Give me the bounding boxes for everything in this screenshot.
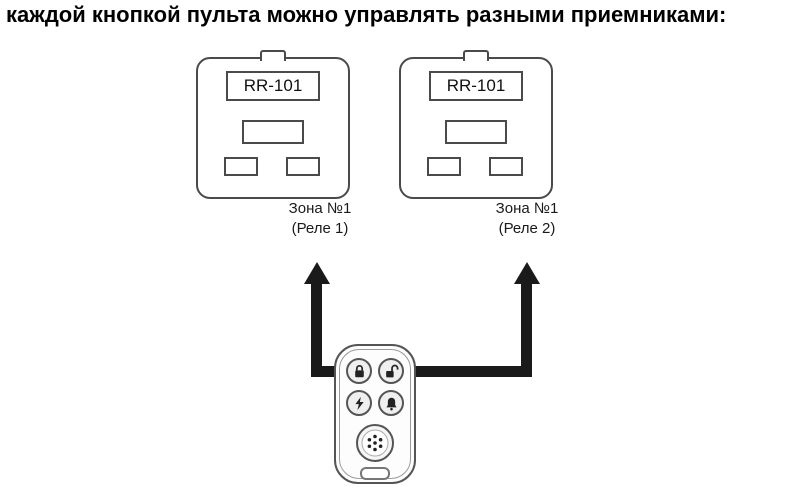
zone-2-relay: (Реле 2)	[498, 219, 556, 237]
receiver-2-model-label: RR-101	[429, 71, 523, 101]
remote-control	[334, 344, 416, 484]
zone-1-name: Зона №1	[288, 200, 352, 217]
receiver-1-display-window	[242, 120, 304, 144]
receiver-2-antenna-notch	[463, 50, 489, 61]
zone-label-2: Зона №1 (Реле 2)	[457, 199, 597, 238]
remote-button-alarm	[378, 390, 404, 416]
remote-button-unlock	[378, 358, 404, 384]
speaker-dots-icon	[356, 424, 394, 462]
zone-label-1: Зона №1 (Реле 1)	[250, 199, 390, 238]
receiver-1-antenna-notch	[260, 50, 286, 61]
receiver-1-terminal-left	[224, 157, 258, 176]
receiver-2-terminal-right	[489, 157, 523, 176]
led-indicator	[360, 467, 390, 480]
receiver-1: RR-101	[196, 50, 350, 199]
zone-2-name: Зона №1	[495, 200, 559, 217]
receiver-2: RR-101	[399, 50, 553, 199]
arrow-left-shaft	[311, 281, 322, 377]
lock-open-icon	[385, 364, 398, 377]
lock-closed-icon	[354, 364, 364, 377]
zone-1-relay: (Реле 1)	[291, 219, 349, 237]
page-title: каждой кнопкой пульта можно управлять ра…	[6, 2, 727, 27]
receiver-2-terminal-left	[427, 157, 461, 176]
receiver-1-terminal-right	[286, 157, 320, 176]
arrow-right-head	[514, 262, 540, 284]
arrow-right-shaft	[521, 281, 532, 377]
arrow-left-connector	[311, 366, 351, 377]
arrow-left-head	[304, 262, 330, 284]
speaker-button	[355, 423, 395, 463]
remote-button-power	[346, 390, 372, 416]
remote-button-lock	[346, 358, 372, 384]
receiver-1-model-label: RR-101	[226, 71, 320, 101]
receiver-2-display-window	[445, 120, 507, 144]
arrow-right-connector	[405, 366, 532, 377]
bell-icon	[385, 397, 397, 410]
lightning-icon	[354, 396, 364, 410]
